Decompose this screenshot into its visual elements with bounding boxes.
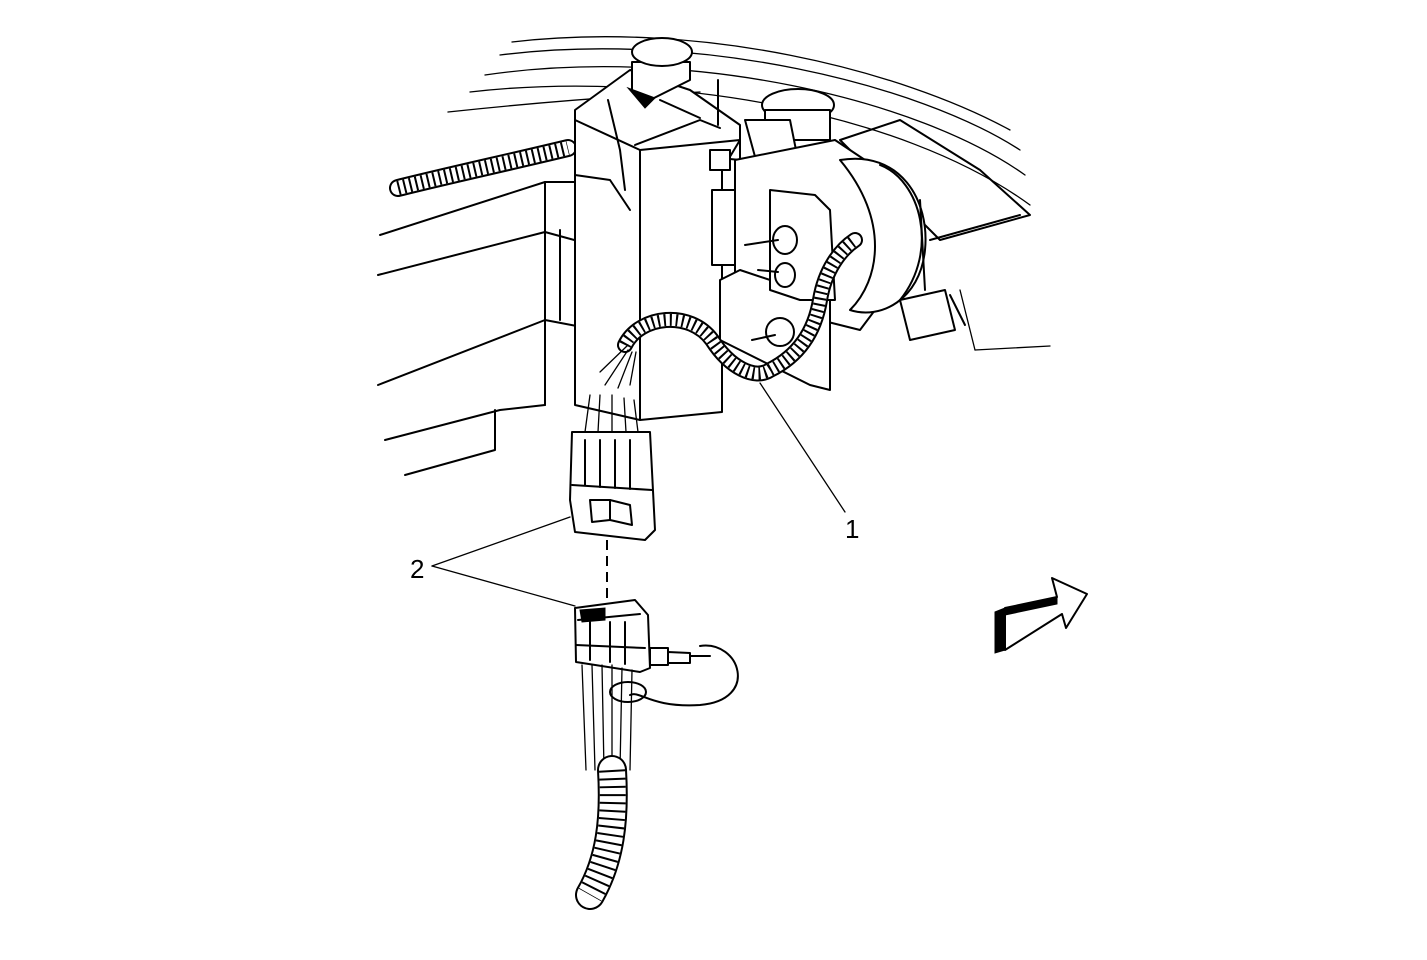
leader-line-2-lower	[431, 565, 576, 607]
upper-harness-conduit	[389, 139, 577, 197]
callout-1-label: 1	[845, 514, 859, 544]
upper-harness-connector	[569, 394, 656, 541]
lower-harness-conduit	[575, 664, 633, 910]
leader-line-2-upper	[431, 516, 571, 567]
callout-2-label: 2	[410, 554, 424, 584]
headlamp-assembly	[711, 88, 966, 391]
headlamp-pigtail-harness	[599, 232, 863, 389]
view-direction-arrow-icon	[994, 577, 1088, 654]
lower-harness-connector	[574, 599, 739, 707]
leader-lines	[431, 382, 846, 607]
leader-line-1	[759, 382, 846, 513]
